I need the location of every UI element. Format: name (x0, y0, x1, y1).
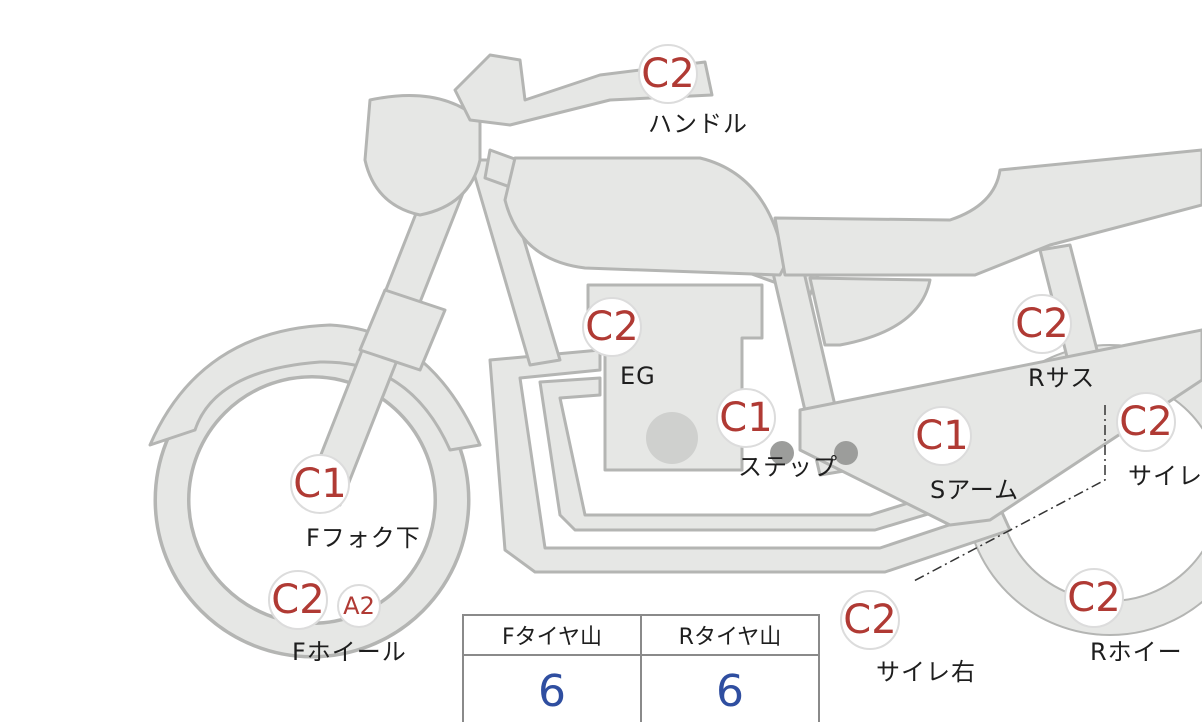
label-rear-suspension: Rサス (1028, 364, 1096, 392)
grade-marker-front-wheel: C2 (268, 570, 328, 630)
rear-tire-value: 6 (640, 654, 820, 722)
grade-marker-rear-suspension: C2 (1012, 294, 1072, 354)
label-handle: ハンドル (648, 110, 748, 138)
label-fork: Fフォク下 (306, 524, 421, 552)
fuel-tank-shape (503, 156, 787, 277)
swing-arm-shape (798, 328, 1202, 527)
front-tire-header: Fタイヤ山 (462, 614, 642, 656)
grade-marker-fork: C1 (290, 454, 350, 514)
headlight-shape (363, 94, 482, 217)
grade-marker-swing-arm: C1 (912, 406, 972, 466)
grade-marker-muffler-right: C2 (840, 590, 900, 650)
side-cover-shape (808, 276, 932, 347)
grade-marker-handle: C2 (638, 44, 698, 104)
label-rear-wheel: Rホイー (1090, 638, 1183, 666)
grade-marker-step: C1 (716, 388, 776, 448)
label-engine: EG (620, 362, 656, 390)
grade-marker-front-wheel-sub: A2 (337, 584, 381, 628)
label-muffler-right: サイレ右 (876, 658, 976, 686)
tire-tread-table: Fタイヤ山 Rタイヤ山 6 6 (462, 614, 820, 722)
grade-marker-muffler-left: C2 (1116, 392, 1176, 452)
front-tire-value: 6 (462, 654, 642, 722)
leader-line-muffler (911, 405, 1106, 583)
label-front-wheel: Fホイール (292, 638, 407, 666)
label-swing-arm: Sアーム (930, 476, 1020, 504)
grade-marker-engine: C2 (582, 297, 642, 357)
rear-tire-header: Rタイヤ山 (640, 614, 820, 656)
label-step: ステップ (738, 453, 838, 481)
grade-marker-rear-wheel: C2 (1064, 568, 1124, 628)
seat-shape (773, 148, 1202, 277)
label-muffler-left: サイレ (1128, 462, 1202, 490)
exhaust-pipe-lower (488, 348, 1012, 574)
